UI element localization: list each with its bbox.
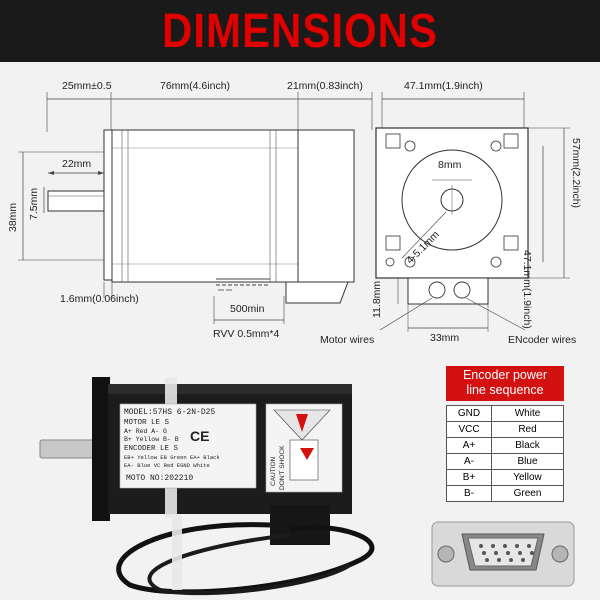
dont-shock-text: DON'T SHOCK	[279, 445, 286, 490]
encoder-leads-line2: EA- Blue VC Red EGND White	[124, 462, 210, 469]
pin-cell: VCC	[446, 421, 492, 438]
encoder-title-line2: line sequence	[466, 383, 544, 397]
dim-bolt-spacing: 47.1mm(1.9inch)	[404, 80, 483, 92]
table-row: A-Blue	[446, 453, 564, 470]
motor-serial: MOTO NO:202210	[126, 474, 194, 483]
encoder-leads-line1: EB+ Yellow EB Green EA+ Black	[124, 454, 220, 461]
color-cell: Red	[491, 421, 564, 438]
encoder-wires-label: ENcoder wires	[508, 334, 577, 346]
ce-mark: CE	[190, 428, 210, 444]
dim-square-size: 57mm(2.2inch)	[570, 138, 582, 209]
color-cell: Black	[491, 437, 564, 454]
banner	[0, 0, 600, 62]
dim-rear-length: 21mm(0.83inch)	[287, 80, 363, 92]
motor-model: MODEL:57HS 6-2N-D25	[124, 408, 216, 417]
color-cell: Yellow	[491, 469, 564, 486]
dim-body-length: 76mm(4.6inch)	[160, 80, 231, 92]
dim-connector-width: 33mm	[430, 332, 460, 344]
dim-pilot: 38mm	[7, 202, 19, 232]
caution-text: CAUTION	[270, 456, 277, 486]
pin-cell: B+	[446, 469, 492, 486]
pin-cell: A-	[446, 453, 492, 470]
table-row: B-Green	[446, 485, 564, 502]
color-cell: Green	[491, 485, 564, 502]
motor-leads-line1: A+ Red A- G	[124, 428, 167, 435]
encoder-table-title: Encoder power line sequence	[446, 366, 564, 401]
pin-cell: GND	[446, 405, 492, 422]
dim-bolt-spacing-vertical: 47.1mm(1.9inch)	[521, 250, 533, 329]
motor-leads-title: MOTOR LE S	[124, 419, 170, 427]
pin-cell: A+	[446, 437, 492, 454]
motor-wires-label: Motor wires	[320, 334, 375, 346]
color-cell: Blue	[491, 453, 564, 470]
motor-leads-line2: B+ Yellow B- B	[124, 436, 179, 443]
encoder-title-line1: Encoder power	[462, 368, 548, 382]
table-row: A+Black	[446, 437, 564, 454]
dim-shaft-flat: 7.5mm	[28, 187, 40, 220]
dim-front-length: 25mm±0.5	[62, 80, 112, 92]
table-row: B+Yellow	[446, 469, 564, 486]
pin-cell: B-	[446, 485, 492, 502]
dim-shaft-length: 22mm	[62, 158, 92, 170]
page-title: DIMENSIONS	[161, 3, 439, 58]
dim-cable-length: 500min	[230, 303, 265, 315]
dim-connector-height: 11.8mm	[371, 280, 383, 318]
cable-spec: RVV 0.5mm*4	[213, 328, 280, 340]
dim-flange: 1.6mm(0.06inch)	[60, 293, 139, 305]
color-cell: White	[491, 405, 564, 422]
encoder-leads-title: ENCODER LE S	[124, 445, 179, 453]
dim-shaft-diameter: 8mm	[438, 159, 462, 171]
